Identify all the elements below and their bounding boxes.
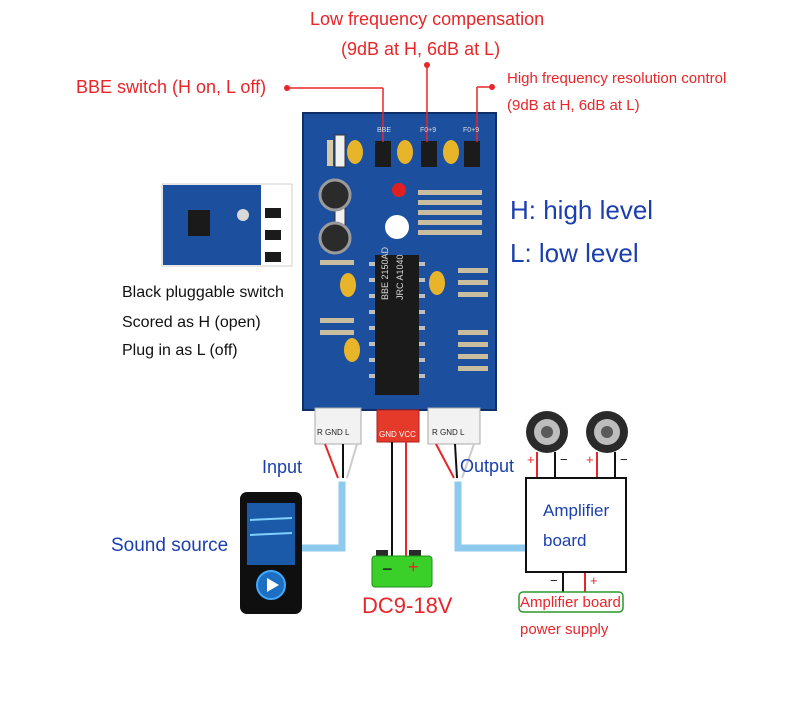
scored-h-label: Scored as H (open) — [122, 314, 261, 331]
amplifier-board-label: Amplifier board — [543, 501, 610, 550]
amplifier-board-box — [525, 477, 627, 573]
output-label: Output — [460, 456, 515, 476]
amp-power-label-1: Amplifier board — [520, 594, 621, 611]
speaker-right-minus: − — [620, 452, 628, 467]
battery-minus: − — [382, 559, 393, 579]
amp-power-label-2: power supply — [520, 621, 609, 638]
sound-source-label: Sound source — [111, 535, 229, 556]
jumper-label-high: F0+9 — [463, 127, 480, 134]
speaker-left — [526, 411, 568, 453]
speaker-left-minus: − — [560, 452, 568, 467]
amp-bottom-minus: − — [550, 573, 558, 588]
speaker-right-plus: + — [586, 452, 594, 467]
connector-left-label: R GND L — [317, 428, 350, 437]
output-connector[interactable] — [427, 407, 481, 445]
dc-battery — [371, 550, 433, 588]
amp-bottom-plus: + — [590, 573, 598, 588]
mp3-player — [240, 492, 302, 614]
connector-mid-label: GND VCC — [379, 430, 416, 439]
high-freq-jumper[interactable] — [464, 141, 480, 167]
chip-label-2: JRC A1040 — [395, 254, 405, 300]
low-freq-jumper[interactable] — [421, 141, 437, 167]
speaker-left-plus: + — [527, 452, 535, 467]
h-level-label: H: high level — [510, 195, 654, 225]
black-switch-label: Black pluggable switch — [122, 284, 284, 301]
low-freq-title: Low frequency compensation — [310, 9, 545, 29]
jumper-label-bbe: BBE — [377, 127, 392, 134]
bbe-switch-label: BBE switch (H on, L off) — [76, 77, 267, 97]
dc-voltage-label: DC9-18V — [362, 593, 453, 618]
high-freq-subtitle: (9dB at H, 6dB at L) — [507, 97, 640, 114]
bbe-jumper[interactable] — [375, 141, 391, 167]
low-freq-subtitle: (9dB at H, 6dB at L) — [341, 39, 501, 59]
battery-plus: + — [408, 557, 419, 577]
power-connector[interactable] — [376, 409, 420, 443]
l-level-label: L: low level — [510, 238, 639, 268]
bbe-ic-chip — [375, 255, 419, 395]
jumper-label-low: F0+9 — [420, 127, 437, 134]
inset-board-photo — [161, 183, 293, 267]
input-connector[interactable] — [314, 407, 362, 445]
high-freq-title: High frequency resolution control — [507, 70, 727, 87]
chip-label-1: BBE 2150AD — [380, 246, 390, 300]
bbe-pcb-board — [302, 112, 497, 445]
speaker-right — [586, 411, 628, 453]
input-label: Input — [262, 457, 303, 477]
plug-l-label: Plug in as L (off) — [122, 342, 238, 359]
connector-right-label: R GND L — [432, 428, 465, 437]
